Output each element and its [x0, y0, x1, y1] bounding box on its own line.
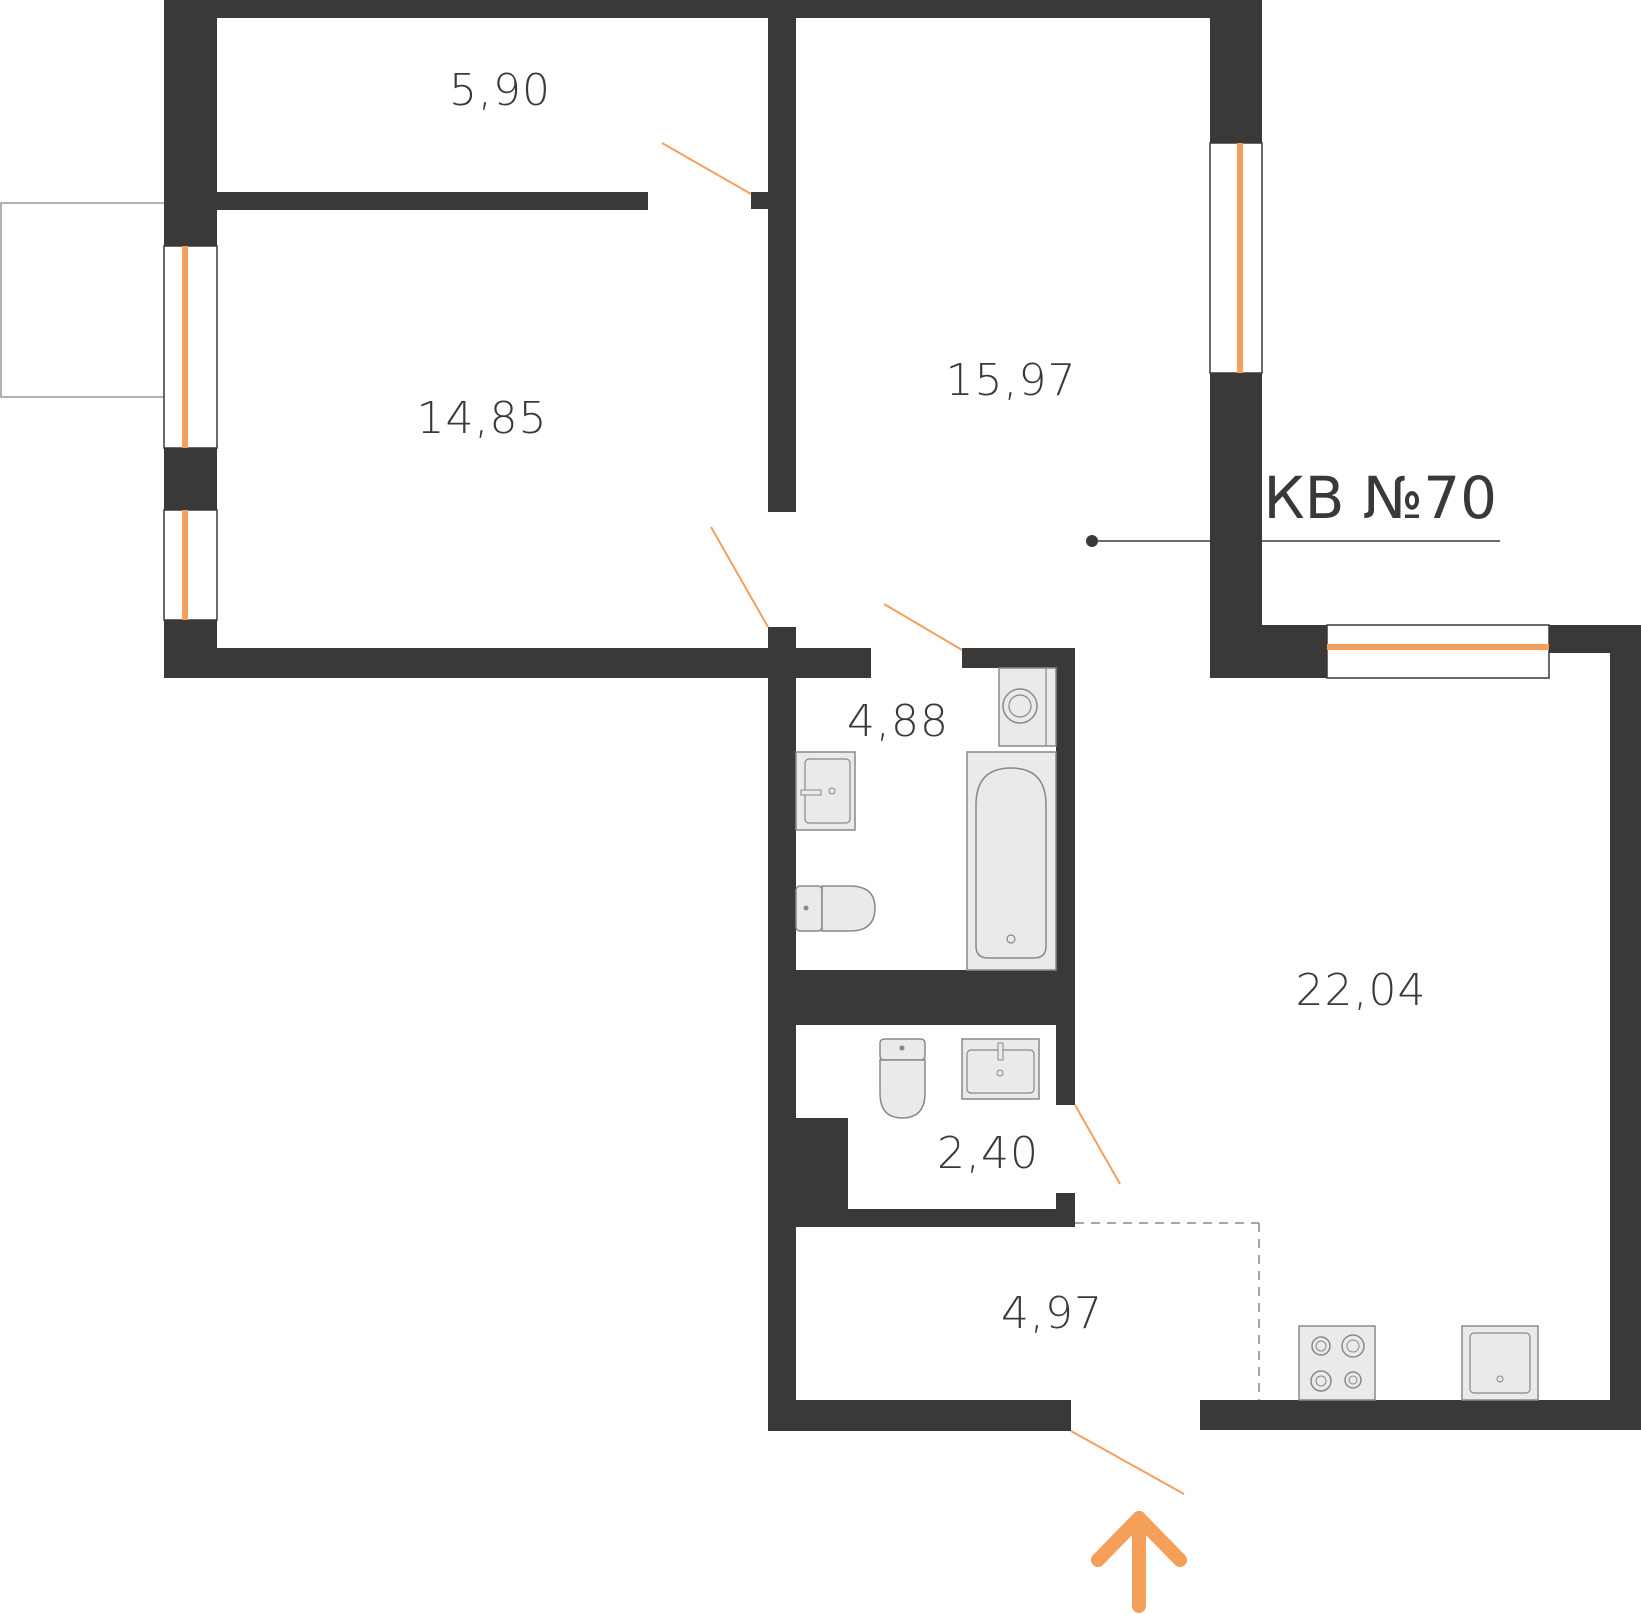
apartment-number: КВ №70 — [1263, 464, 1497, 532]
apartment-marker-dot — [1086, 535, 1098, 547]
room-area-living: 15,97 — [946, 355, 1077, 406]
bathtub-icon — [966, 751, 1057, 971]
windows — [163, 142, 1550, 679]
room-area-kitchen-living: 22,04 — [1296, 965, 1427, 1016]
walls — [164, 0, 1641, 1431]
wc-toilet-icon — [879, 1038, 926, 1119]
room-area-bedroom: 14,85 — [417, 393, 548, 444]
room-area-storage: 5,90 — [449, 65, 551, 116]
wc-sink-icon — [961, 1038, 1040, 1100]
sink-icon — [795, 751, 856, 831]
room-area-hallway: 4,97 — [1001, 1288, 1103, 1339]
room-area-bathroom: 4,88 — [847, 696, 949, 747]
entrance-arrow-icon — [1091, 1511, 1187, 1613]
washing-machine-icon — [998, 667, 1057, 747]
stove-icon — [1298, 1325, 1376, 1401]
balcony-outline — [0, 202, 166, 398]
room-area-wc: 2,40 — [937, 1128, 1039, 1179]
toilet-icon — [795, 885, 876, 932]
apartment-label-group: КВ №70 — [1086, 464, 1500, 547]
door-swings — [661, 142, 1185, 1495]
kitchen-sink-icon — [1461, 1325, 1539, 1401]
kitchen-zone-divider — [1075, 1222, 1260, 1400]
